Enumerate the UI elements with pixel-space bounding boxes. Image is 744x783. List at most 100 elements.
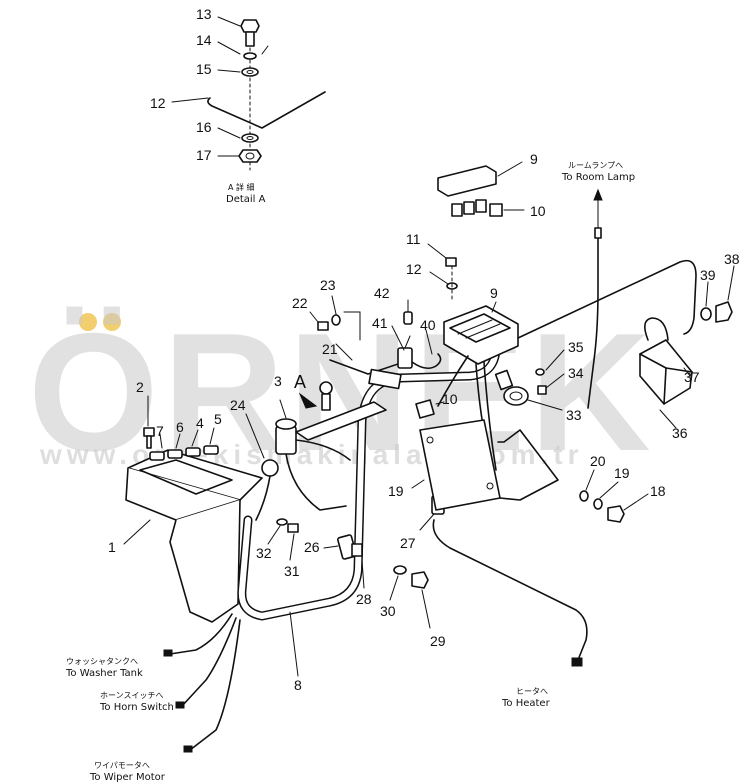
part-label-26: 23: [320, 277, 336, 293]
bolt-icon: [240, 19, 260, 33]
watermark-umlaut-dot-right: [103, 313, 121, 331]
washer-icon: [243, 52, 257, 60]
bolt-icon: [287, 523, 299, 533]
callout-wiper-motor-jp: ワイパモータへ: [94, 761, 150, 770]
part-label-9-cover: 9: [530, 151, 538, 167]
part-label-38: 38: [724, 251, 740, 267]
bolt-icon: [715, 301, 733, 323]
heater-wire: [432, 469, 649, 667]
plate-20: [411, 399, 559, 511]
part-label-16: 14: [196, 32, 212, 48]
part-label-37: 37: [684, 369, 700, 385]
part-label-9-box: 9: [490, 285, 498, 301]
part-label-19: 17: [196, 147, 212, 163]
part-label-10: 10: [530, 203, 546, 219]
part-label-28-bottom: 28: [356, 591, 372, 607]
clamps-28: [323, 495, 445, 589]
washer-icon: [535, 368, 545, 376]
part-label-7: 7: [156, 423, 164, 439]
lower-wires: [163, 613, 241, 753]
part-label-18: 16: [196, 119, 212, 135]
fuse-box-9: [427, 161, 525, 471]
harness-tube-8: [237, 345, 501, 677]
watermark: ÖRNEK www.ornekismakinalari.com.tr: [28, 298, 655, 486]
part-label-14: 12: [150, 95, 166, 111]
part-label-27: 24: [230, 397, 246, 413]
washer-icon: [579, 490, 589, 502]
part-label-29: 29: [430, 633, 446, 649]
part-label-1: 1: [108, 539, 116, 555]
bracket-plate-14: [207, 91, 326, 129]
callout-heater-jp: ヒータへ: [516, 687, 548, 696]
washer-icon: [393, 565, 407, 575]
watermark-umlaut-dot-left: [79, 313, 97, 331]
detail-a-assembly: [171, 16, 326, 171]
bolt-icon: [411, 571, 429, 589]
nut-icon: [238, 149, 262, 163]
callout-washer-tank-en: To Washer Tank: [65, 668, 143, 679]
view-marker-a: A: [294, 372, 306, 392]
relay-36: [639, 265, 735, 429]
callout-horn-switch-jp: ホーンスイッチへ: [100, 691, 163, 700]
detail-a-title-en: Detail A: [226, 194, 266, 205]
bracket-24: [295, 295, 411, 441]
callout-room-lamp-jp: ルームランプへ: [568, 161, 623, 170]
wire-to-relay-37: [517, 259, 697, 339]
arrow-up-icon: [593, 188, 603, 201]
part-label-33: 33: [566, 407, 582, 423]
part-label-34: 34: [568, 365, 584, 381]
connector-icon: [183, 745, 193, 753]
knob-42: [403, 311, 413, 325]
lamp-33: [494, 349, 565, 411]
part-label-13: 12: [406, 261, 422, 277]
part-label-11: 10: [442, 391, 458, 407]
part-label-8: 8: [294, 677, 302, 693]
part-label-6: 6: [176, 419, 184, 435]
screw-icon: [537, 385, 547, 395]
part-label-4: 4: [196, 415, 204, 431]
washer-icon: [331, 314, 341, 326]
washer-icon: [593, 498, 603, 510]
part-label-28-right: 27: [400, 535, 416, 551]
part-label-31: 31: [284, 563, 300, 579]
part-label-36: 36: [672, 425, 688, 441]
part-label-40: 40: [420, 317, 436, 333]
part-label-32: 32: [256, 545, 272, 561]
part-label-28-left: 26: [304, 539, 320, 555]
toggle-41: [397, 347, 413, 369]
bolt-icon: [607, 505, 625, 523]
washer-icon: [276, 518, 288, 526]
part-label-5: 5: [214, 411, 222, 427]
part-label-22: 19: [614, 465, 630, 481]
connector-icon: [163, 649, 173, 657]
part-label-23: 20: [590, 453, 606, 469]
bolt-icon: [143, 427, 155, 437]
switch-group-40-42: [368, 299, 442, 390]
view-arrow-icon: [298, 392, 318, 409]
callout-washer-tank-jp: ウォッシャタンクへ: [66, 657, 138, 666]
part-label-41: 41: [372, 315, 388, 331]
room-lamp-wire: [587, 188, 603, 409]
washer-icon: [700, 307, 712, 321]
part-label-2: 2: [136, 379, 144, 395]
fuse-10: [489, 203, 503, 217]
part-label-35: 35: [568, 339, 584, 355]
key-switch-3: [245, 399, 351, 521]
connector-icon: [175, 701, 185, 709]
watermark-brand: ÖRNEK: [28, 298, 655, 486]
bolt-icon: [317, 321, 329, 331]
part-label-12: 11: [406, 231, 421, 247]
part-label-30: 30: [380, 603, 396, 619]
screw-icon: [445, 257, 457, 267]
part-label-25: 22: [292, 295, 308, 311]
callout-room-lamp-en: To Room Lamp: [561, 172, 635, 183]
callout-heater-en: To Heater: [501, 698, 551, 709]
watermark-url: www.ornekismakinalari.com.tr: [39, 439, 584, 470]
part-label-17: 15: [196, 61, 212, 77]
fuse-cover: [437, 165, 497, 197]
monitor-panel-1: [123, 395, 263, 623]
callout-horn-switch-en: To Horn Switch: [99, 702, 174, 713]
part-label-15: 13: [196, 6, 212, 22]
